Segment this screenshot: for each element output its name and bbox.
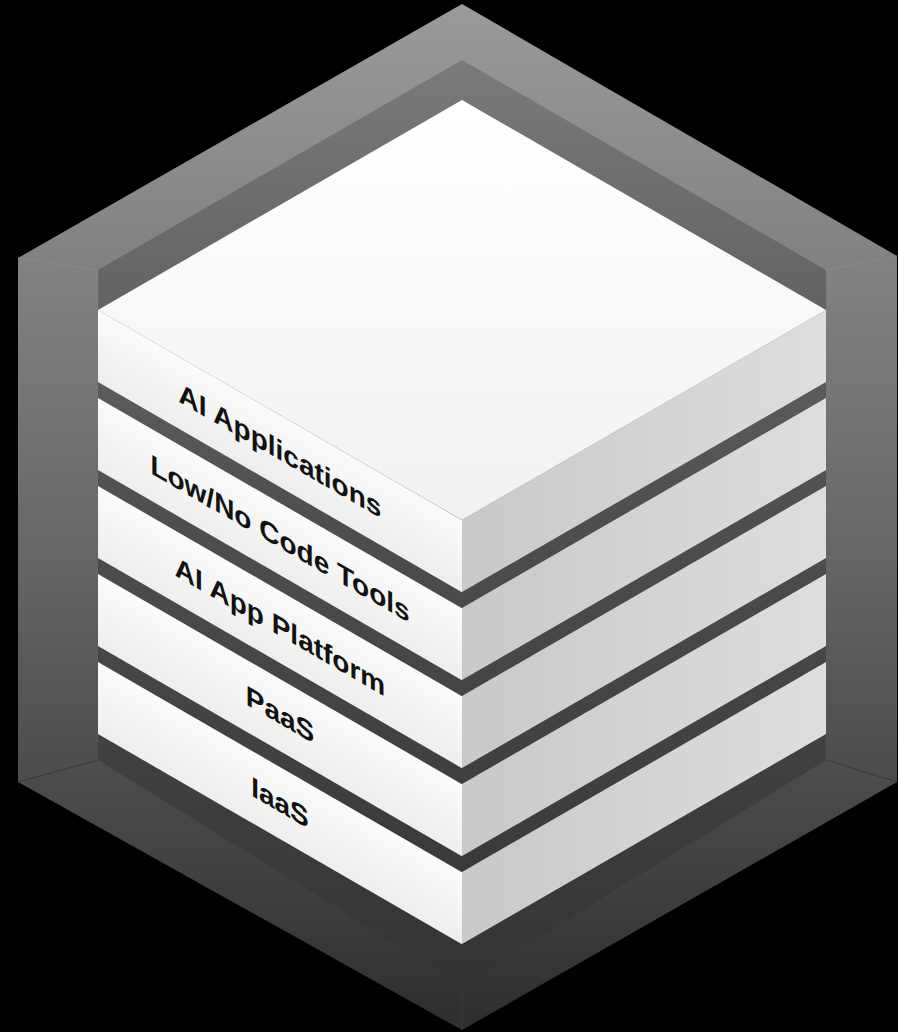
bevel-line [826, 256, 897, 270]
bevel-line [462, 985, 463, 1030]
bevel-line [18, 258, 98, 270]
slab-top [98, 100, 826, 520]
bevel-line [18, 760, 98, 782]
slab-side [462, 662, 826, 944]
layer-label: PaaS [246, 680, 315, 750]
bevel-line [826, 760, 897, 782]
cube-outer [18, 4, 897, 1030]
cube-inner [98, 60, 826, 985]
layer-label: IaaS [251, 771, 309, 835]
